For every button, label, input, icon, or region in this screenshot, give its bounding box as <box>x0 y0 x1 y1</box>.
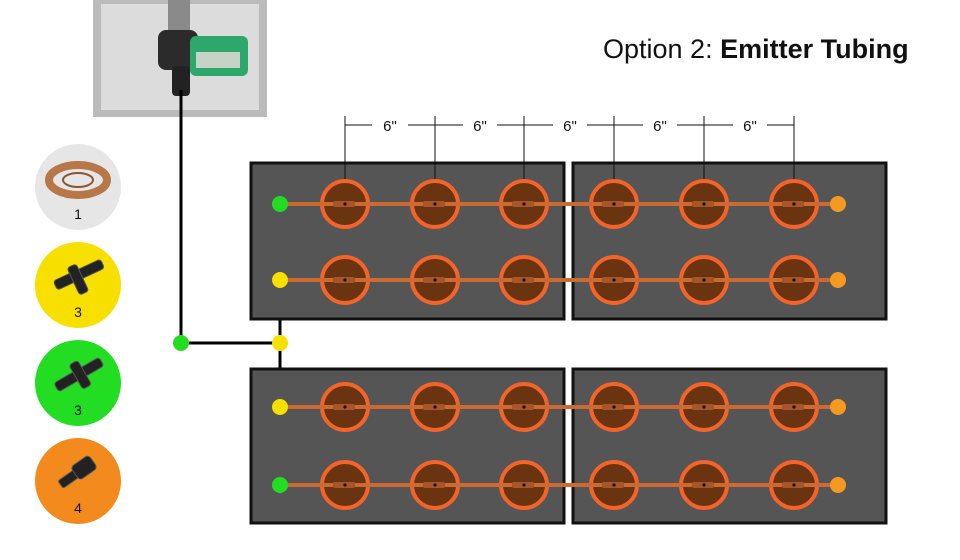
spacing-label: 6" <box>473 118 487 135</box>
emitter-dot <box>343 278 347 282</box>
elbow-fitting-green <box>272 196 288 212</box>
emitter-dot <box>522 405 526 409</box>
tee-fitting-yellow <box>272 272 288 288</box>
emitter-dot <box>792 202 796 206</box>
spacing-label: 6" <box>563 118 577 135</box>
emitter-dot <box>433 483 437 487</box>
emitter-dot <box>792 405 796 409</box>
emitter-dot <box>792 483 796 487</box>
emitter-dot <box>612 483 616 487</box>
emitter-dot <box>702 202 706 206</box>
legend-item-elbow-tee: 3 <box>35 340 121 426</box>
legend-item-tubing: 1 <box>35 144 121 230</box>
end-plug <box>830 272 846 288</box>
emitter-dot <box>702 483 706 487</box>
page-title: Option 2: Emitter Tubing <box>603 34 909 65</box>
legend-count: 1 <box>74 206 82 222</box>
spacing-label: 6" <box>653 118 667 135</box>
spacing-label: 6" <box>743 118 757 135</box>
emitter-dot <box>522 278 526 282</box>
emitter-dot <box>343 483 347 487</box>
elbow-fitting-green <box>173 335 189 351</box>
tee-fitting-icon <box>53 259 105 295</box>
end-plug <box>830 477 846 493</box>
emitter-dot <box>433 202 437 206</box>
emitter-dot <box>522 483 526 487</box>
emitter-dot <box>612 405 616 409</box>
tee-fitting-yellow <box>272 335 288 351</box>
hose-timer-icon <box>158 0 248 96</box>
legend-count: 3 <box>74 402 82 418</box>
emitter-dot <box>433 278 437 282</box>
spacing-label: 6" <box>383 118 397 135</box>
tubing-coil-icon <box>45 161 111 199</box>
emitter-dot <box>343 405 347 409</box>
legend-item-end-plug: 4 <box>35 438 121 524</box>
elbow-fitting-green <box>272 477 288 493</box>
emitter-dot <box>522 202 526 206</box>
title-emphasis: Emitter Tubing <box>720 34 909 64</box>
tee-fitting-yellow <box>272 399 288 415</box>
legend-count: 3 <box>74 304 82 320</box>
emitter-dot <box>702 405 706 409</box>
title-prefix: Option 2: <box>603 34 721 64</box>
emitter-dot <box>612 278 616 282</box>
end-plug <box>830 399 846 415</box>
emitter-dot <box>343 202 347 206</box>
legend-count: 4 <box>74 500 82 516</box>
emitter-dot <box>702 278 706 282</box>
elbow-tee-fitting-icon <box>54 357 104 392</box>
end-plug-icon <box>58 455 97 489</box>
legend-item-tee: 3 <box>35 242 121 328</box>
emitter-dot <box>433 405 437 409</box>
end-plug <box>830 196 846 212</box>
emitter-dot <box>792 278 796 282</box>
emitter-dot <box>612 202 616 206</box>
